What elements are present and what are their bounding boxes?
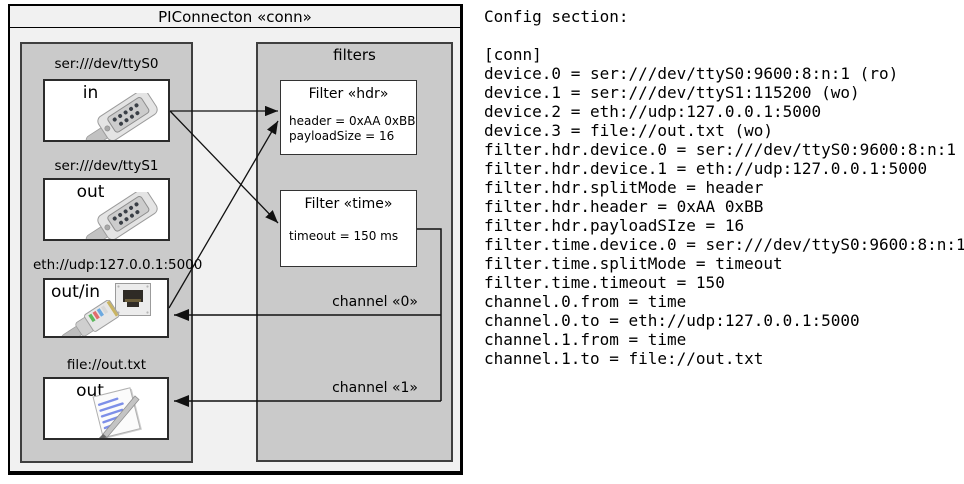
device-uri-label: eth://udp:127.0.0.1:5000 [33, 257, 203, 273]
device-box-file: out [43, 377, 169, 440]
channel-1-label: channel «1» [332, 380, 418, 396]
config-line: filter.hdr.device.1 = eth://udp:127.0.0.… [484, 159, 928, 178]
config-line: filter.hdr.payloadSIze = 16 [484, 216, 745, 235]
config-line: channel.0.to = eth://udp:127.0.0.1:5000 [484, 311, 860, 330]
notepad-icon [92, 387, 142, 438]
device-uri-label: file://out.txt [66, 357, 147, 373]
config-line: device.2 = eth://udp:127.0.0.1:5000 [484, 102, 822, 121]
diagram-title: PIConnecton «conn» [10, 6, 460, 28]
device-direction-label: out [76, 182, 105, 202]
config-line: filter.hdr.device.0 = ser:///dev/ttyS0:9… [484, 140, 957, 159]
config-heading: Config section: [484, 7, 629, 26]
serial-connector-icon [85, 192, 158, 239]
filter-property: payloadSize = 16 [289, 129, 395, 143]
config-section: Config section: [conn] device.0 = ser://… [484, 7, 964, 368]
device-direction-label: out/in [51, 282, 101, 302]
config-line: device.1 = ser:///dev/ttyS1:115200 (wo) [484, 83, 860, 102]
connection-diagram: PIConnecton «conn» filters ser:///dev/tt… [8, 4, 463, 475]
device-direction-label: in [82, 83, 99, 103]
serial-connector-icon [85, 93, 158, 140]
config-line: filter.time.device.0 = ser:///dev/ttyS0:… [484, 235, 964, 254]
filter-box-time: Filter «time» timeout = 150 ms [280, 190, 417, 267]
device-uri-label: ser:///dev/ttyS0 [54, 56, 159, 72]
device-box-ttys0: in [43, 79, 170, 142]
config-line: device.0 = ser:///dev/ttyS0:9600:8:n:1 (… [484, 64, 899, 83]
config-line: channel.1.to = file://out.txt [484, 349, 764, 368]
device-box-eth: out/in [43, 278, 169, 338]
config-line: channel.1.from = time [484, 330, 687, 349]
device-box-ttys1: out [43, 178, 170, 241]
config-line: device.3 = file://out.txt (wo) [484, 121, 773, 140]
filter-box-hdr: Filter «hdr» header = 0xAA 0xBB payloadS… [280, 80, 417, 155]
config-line: filter.time.splitMode = timeout [484, 254, 783, 273]
config-line: channel.0.from = time [484, 292, 687, 311]
config-line: filter.hdr.splitMode = header [484, 178, 764, 197]
filter-property: header = 0xAA 0xBB [289, 114, 416, 128]
config-line: filter.hdr.header = 0xAA 0xBB [484, 197, 764, 216]
ethernet-plug-icon [61, 300, 120, 336]
ethernet-port-icon [115, 283, 151, 316]
filter-property: timeout = 150 ms [289, 229, 399, 243]
filter-title: Filter «time» [304, 196, 393, 212]
filters-panel-title: filters [333, 46, 376, 64]
config-line: [conn] [484, 45, 542, 64]
config-line: filter.time.timeout = 150 [484, 273, 725, 292]
filter-title: Filter «hdr» [308, 86, 389, 102]
channel-0-label: channel «0» [332, 294, 418, 310]
device-uri-label: ser:///dev/ttyS1 [54, 158, 159, 174]
